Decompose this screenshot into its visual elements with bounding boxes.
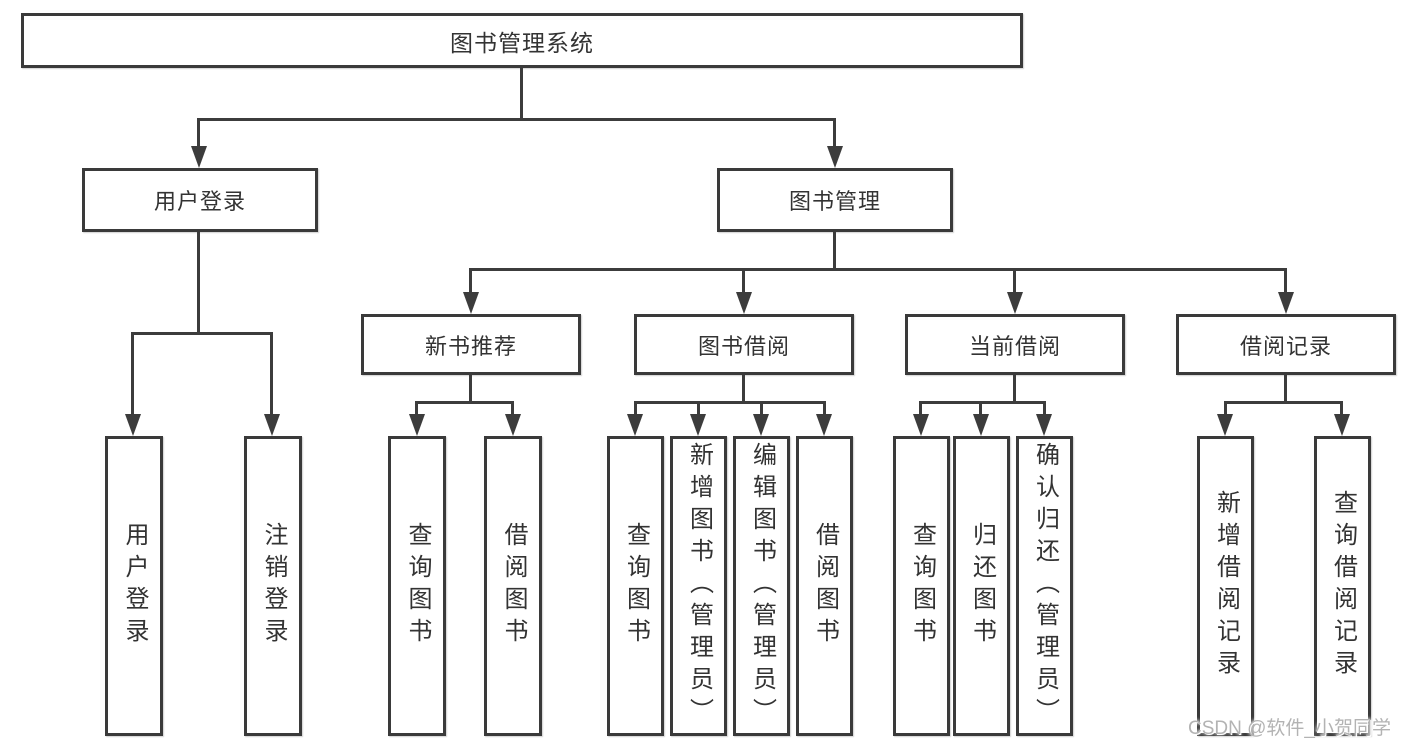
connector-bar (131, 332, 273, 335)
connector-stem (1284, 375, 1287, 404)
connector-root-bar (197, 118, 836, 121)
arrow-down-icon (125, 414, 141, 436)
connector-drop (1284, 268, 1287, 296)
arrow-down-icon (1217, 414, 1233, 436)
connector-bar (1224, 401, 1343, 404)
connector-drop (823, 401, 826, 418)
connector-bar (919, 401, 1046, 404)
leaf-confirm-return-admin: 确认归还（管理员） (1016, 436, 1073, 736)
connector-stem (197, 232, 200, 335)
arrow-down-icon (627, 414, 643, 436)
connector-drop (979, 401, 982, 418)
leaf-borrow-books: 借阅图书 (796, 436, 853, 736)
arrow-down-icon (690, 414, 706, 436)
leaf-label: 借阅图书 (500, 522, 527, 650)
leaf-label: 归还图书 (968, 522, 996, 650)
connector-drop (197, 118, 200, 150)
connector-stem (742, 375, 745, 404)
leaf-add-borrow-record: 新增借阅记录 (1197, 436, 1254, 736)
connector-drop (760, 401, 763, 418)
leaf-edit-books-admin: 编辑图书（管理员） (733, 436, 790, 736)
node-book-management: 图书管理 (717, 168, 953, 232)
arrow-down-icon (1036, 414, 1052, 436)
arrow-down-icon (753, 414, 769, 436)
leaf-query-books-current: 查询图书 (893, 436, 950, 736)
arrow-down-icon (505, 414, 521, 436)
arrow-down-icon (409, 414, 425, 436)
leaf-user-login: 用户登录 (105, 436, 163, 736)
connector-drop (742, 268, 745, 296)
node-library-management-system: 图书管理系统 (21, 13, 1023, 68)
arrow-down-icon (816, 414, 832, 436)
connector-drop (469, 268, 472, 296)
leaf-query-books-borrow: 查询图书 (607, 436, 664, 736)
arrow-down-icon (973, 414, 989, 436)
node-borrowing-records: 借阅记录 (1176, 314, 1396, 375)
arrow-down-icon (191, 146, 207, 168)
connector-drop (697, 401, 700, 418)
connector-drop (1224, 401, 1227, 418)
node-new-book-recommendation: 新书推荐 (361, 314, 581, 375)
connector-drop (1043, 401, 1046, 418)
node-book-borrowing: 图书借阅 (634, 314, 854, 375)
csdn-watermark: CSDN @软件_小贺同学 (1188, 718, 1391, 739)
connector-drop (919, 401, 922, 418)
arrow-down-icon (827, 146, 843, 168)
leaf-label: 查询图书 (404, 522, 431, 650)
arrow-down-icon (736, 292, 752, 314)
leaf-label: 注销登录 (260, 522, 287, 650)
node-current-borrowing: 当前借阅 (905, 314, 1125, 375)
connector-drop (1013, 268, 1016, 296)
leaf-label: 确认归还（管理员） (1031, 442, 1059, 730)
connector-stem (833, 232, 836, 271)
leaf-borrow-books-recommend: 借阅图书 (484, 436, 542, 736)
arrow-down-icon (1007, 292, 1023, 314)
connector-drop (131, 332, 134, 417)
leaf-query-borrow-record: 查询借阅记录 (1314, 436, 1371, 736)
connector-drop (270, 332, 273, 417)
leaf-label: 查询图书 (908, 522, 936, 650)
arrow-down-icon (1334, 414, 1350, 436)
node-user-login: 用户登录 (82, 168, 318, 232)
connector-stem (469, 375, 472, 404)
leaf-label: 用户登录 (121, 522, 148, 650)
connector-bar (415, 401, 514, 404)
leaf-label: 查询图书 (622, 522, 650, 650)
leaf-label: 编辑图书（管理员） (748, 442, 776, 730)
arrow-down-icon (264, 414, 280, 436)
leaf-label: 查询借阅记录 (1329, 490, 1357, 682)
connector-drop (634, 401, 637, 418)
leaf-query-books-recommend: 查询图书 (388, 436, 446, 736)
arrow-down-icon (913, 414, 929, 436)
connector-drop (415, 401, 418, 418)
arrow-down-icon (463, 292, 479, 314)
connector-bar (634, 401, 826, 404)
leaf-label: 新增图书（管理员） (685, 442, 713, 730)
connector-drop (1340, 401, 1343, 418)
connector-root-stem (520, 68, 523, 121)
leaf-return-books: 归还图书 (953, 436, 1010, 736)
connector-stem (1013, 375, 1016, 404)
leaf-label: 新增借阅记录 (1212, 490, 1240, 682)
connector-drop (833, 118, 836, 150)
arrow-down-icon (1278, 292, 1294, 314)
leaf-logout: 注销登录 (244, 436, 302, 736)
connector-bar (469, 268, 1287, 271)
connector-drop (511, 401, 514, 418)
leaf-add-books-admin: 新增图书（管理员） (670, 436, 727, 736)
leaf-label: 借阅图书 (811, 522, 839, 650)
